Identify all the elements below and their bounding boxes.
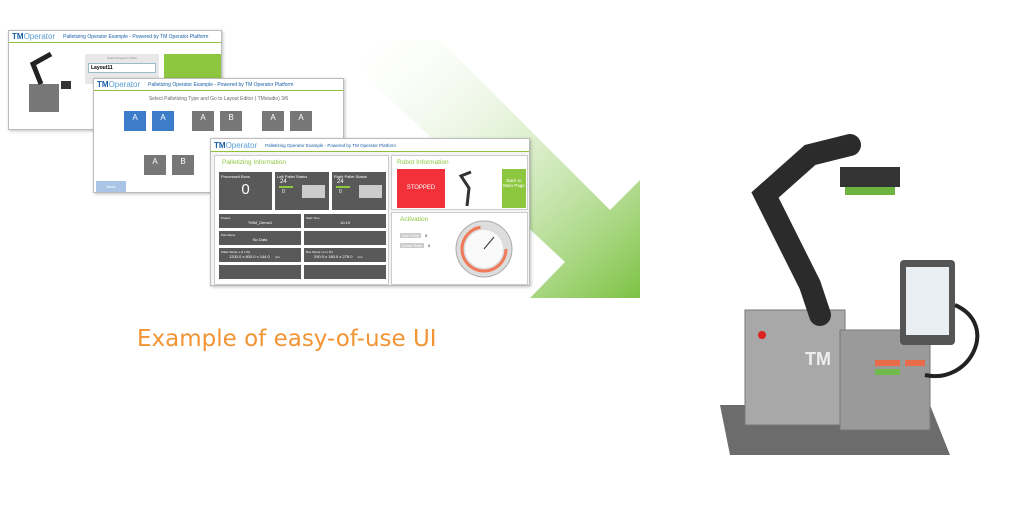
back-to-main-button[interactable]: Back to Main Page (502, 169, 526, 208)
robot-arm-icon (458, 170, 472, 207)
palletizing-robot-image: TM (720, 134, 980, 455)
select-label: Select Project to Work (107, 56, 137, 60)
gauge-icon (455, 220, 513, 278)
robot-thumbnail (29, 51, 71, 112)
robot-info-panel: Robot Information STOPPED Back to Main P… (391, 155, 528, 210)
type-a-button[interactable]: A (290, 111, 312, 131)
status-badge: STOPPED (397, 169, 445, 208)
project-dropdown[interactable]: Layout11 (88, 63, 156, 73)
back-button[interactable]: Back (96, 181, 126, 192)
tm-operator-logo: TMOperator (12, 32, 56, 41)
header-title: Palletizing Operator Example - Powered b… (63, 33, 209, 40)
screen-title: Select Palletizing Type and Go to Layout… (148, 96, 289, 102)
type-a-button[interactable]: A (262, 111, 284, 131)
processed-boxes-value: 0 (241, 181, 250, 198)
type-b-button[interactable]: B (172, 155, 194, 175)
svg-text:TM: TM (805, 349, 831, 369)
type-a-button[interactable]: A (192, 111, 214, 131)
type-a-button[interactable]: A (124, 111, 146, 131)
panel-title: Palletizing Information (222, 159, 286, 166)
type-a-button[interactable]: A (152, 111, 174, 131)
caption-text: Example of easy-of-use UI (137, 326, 437, 352)
type-b-button[interactable]: B (220, 111, 242, 131)
type-a-button[interactable]: A (144, 155, 166, 175)
